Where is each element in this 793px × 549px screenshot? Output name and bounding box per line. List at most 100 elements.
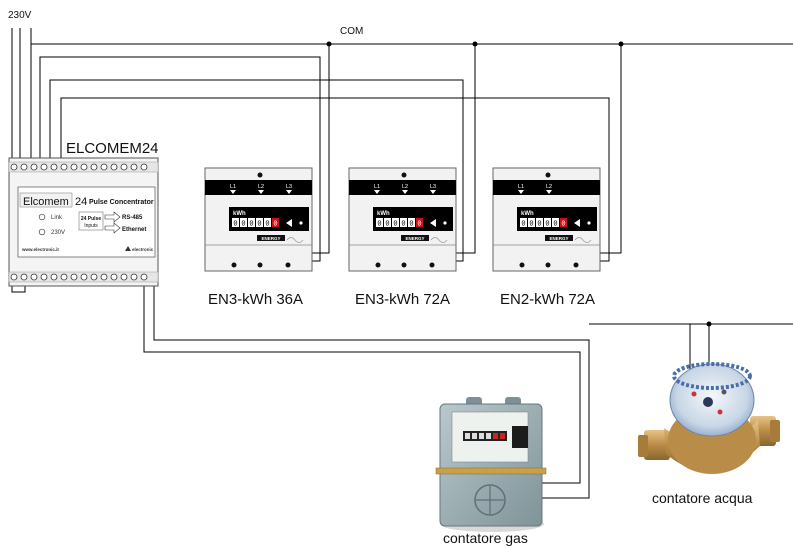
screw-icon bbox=[231, 262, 237, 268]
arrow-down-icon bbox=[518, 190, 524, 194]
arrow-down-icon bbox=[374, 190, 380, 194]
display-digit: 0 bbox=[529, 221, 533, 229]
terminal-screw-icon bbox=[20, 163, 28, 171]
display-digit: 0 bbox=[249, 221, 253, 229]
screw-icon bbox=[257, 172, 263, 178]
terminal-screw-icon bbox=[90, 273, 98, 281]
terminal-screw-icon bbox=[130, 163, 138, 171]
arrow-left-icon bbox=[286, 219, 292, 227]
display-digit: 0 bbox=[393, 221, 397, 229]
terminal-screw-icon bbox=[130, 273, 138, 281]
arrow-down-icon bbox=[230, 190, 236, 194]
phase-label: L1 bbox=[518, 184, 524, 190]
screw-icon bbox=[375, 262, 381, 268]
wire-pulse-meter3 bbox=[60, 97, 610, 262]
wire-gas-pulse bbox=[143, 284, 581, 484]
wire-junctions bbox=[326, 41, 712, 327]
display-digit: 0 bbox=[401, 221, 405, 229]
water-meter-image bbox=[638, 362, 780, 474]
device-model-number: 24 bbox=[75, 196, 87, 208]
led-link-icon bbox=[38, 213, 46, 221]
led-link-label: Link bbox=[51, 215, 63, 221]
meter1-label: EN3-kWh 36A bbox=[208, 291, 304, 308]
wires bbox=[11, 28, 793, 499]
screw-icon bbox=[545, 172, 551, 178]
arrow-left-icon bbox=[430, 219, 436, 227]
arrow-right-icon bbox=[104, 222, 121, 234]
brand-logo-icon bbox=[286, 237, 304, 243]
display-digit: 0 bbox=[561, 221, 565, 229]
display-digit: 0 bbox=[273, 221, 277, 229]
screw-icon bbox=[285, 262, 291, 268]
arrow-down-icon bbox=[402, 190, 408, 194]
pulse-led-icon bbox=[587, 221, 591, 225]
display-digit: 0 bbox=[409, 221, 413, 229]
terminal-screw-icon bbox=[10, 163, 18, 171]
wire-com-drop-3 bbox=[600, 44, 622, 254]
display-digit: 0 bbox=[553, 221, 557, 229]
wire-water-com bbox=[153, 284, 793, 499]
com-label: COM bbox=[340, 26, 364, 37]
display-digit: 0 bbox=[545, 221, 549, 229]
terminal-screw-icon bbox=[40, 163, 48, 171]
screw-icon bbox=[573, 262, 579, 268]
meter3-label: EN2-kWh 72A bbox=[500, 291, 596, 308]
display-digit: 0 bbox=[537, 221, 541, 229]
concentrator-title: ELCOMEM24 bbox=[66, 140, 159, 157]
arrow-down-icon bbox=[286, 190, 292, 194]
meter-brand: ENERGY bbox=[405, 236, 424, 241]
terminal-screw-icon bbox=[90, 163, 98, 171]
pulse-led-icon bbox=[443, 221, 447, 225]
screw-icon bbox=[401, 172, 407, 178]
device-subtitle: Pulse Concentrator bbox=[89, 199, 154, 206]
wire-com-drop-1 bbox=[312, 44, 330, 254]
terminal-screw-icon bbox=[50, 273, 58, 281]
terminal-screw-icon bbox=[50, 163, 58, 171]
phase-label: L1 bbox=[230, 184, 236, 190]
arrow-left-icon bbox=[574, 219, 580, 227]
phase-label: L3 bbox=[286, 184, 292, 190]
display-digit: 0 bbox=[241, 221, 245, 229]
brand-logo-icon bbox=[430, 237, 448, 243]
terminal-screw-icon bbox=[30, 273, 38, 281]
maker-logo-icon bbox=[125, 246, 131, 251]
wire-pulse-meter2 bbox=[49, 79, 464, 262]
terminal-screw-icon bbox=[80, 273, 88, 281]
display-digit: 0 bbox=[265, 221, 269, 229]
screw-icon bbox=[545, 262, 551, 268]
wire-com-bus bbox=[30, 28, 793, 162]
phase-label: L2 bbox=[546, 184, 552, 190]
screw-icon bbox=[401, 262, 407, 268]
terminal-screw-icon bbox=[10, 273, 18, 281]
device-brand: Elcomem bbox=[23, 196, 69, 208]
inputs-line1: 24 Pulse bbox=[81, 216, 102, 222]
terminal-screw-icon bbox=[100, 273, 108, 281]
concentrator-device: Elcomem 24 Pulse Concentrator Link 230V … bbox=[8, 157, 159, 287]
output-rs485: RS-485 bbox=[122, 215, 143, 221]
phase-label: L3 bbox=[430, 184, 436, 190]
terminal-screw-icon bbox=[110, 163, 118, 171]
display-digit: 0 bbox=[521, 221, 525, 229]
arrow-right-icon bbox=[104, 211, 121, 223]
terminal-screw-icon bbox=[30, 163, 38, 171]
display-digit: 0 bbox=[233, 221, 237, 229]
display-digit: 0 bbox=[377, 221, 381, 229]
terminal-screw-icon bbox=[120, 163, 128, 171]
arrow-down-icon bbox=[258, 190, 264, 194]
device-website: www.electronic.it bbox=[21, 247, 59, 252]
display-digit: 0 bbox=[257, 221, 261, 229]
terminal-screw-icon bbox=[110, 273, 118, 281]
inputs-line2: Inputs bbox=[84, 223, 98, 229]
wire-pulse-meter1 bbox=[39, 56, 321, 262]
phase-label: L2 bbox=[402, 184, 408, 190]
terminal-screw-icon bbox=[70, 273, 78, 281]
device-maker: electronic bbox=[132, 247, 154, 252]
terminal-screw-icon bbox=[140, 273, 148, 281]
terminal-screw-icon bbox=[80, 163, 88, 171]
wire-com-drop-2 bbox=[456, 44, 476, 254]
